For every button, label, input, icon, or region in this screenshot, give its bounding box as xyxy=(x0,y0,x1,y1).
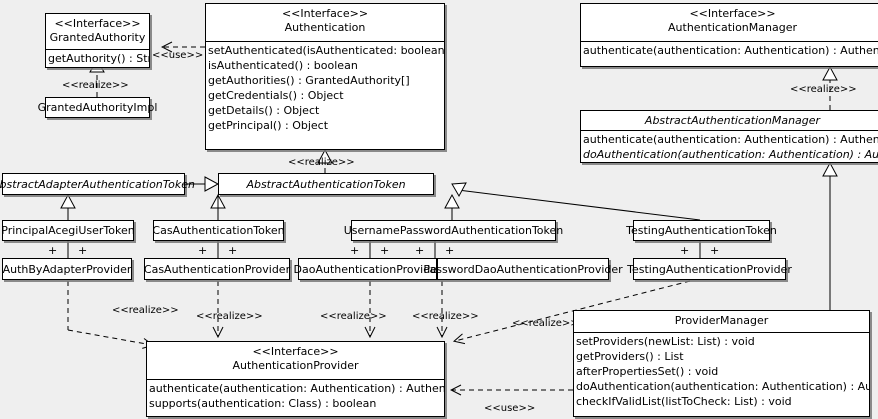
class-testing-authentication-token[interactable]: TestingAuthenticationToken xyxy=(626,220,777,241)
operations-compartment: setAuthenticated(isAuthenticated: boolea… xyxy=(206,41,444,134)
operation-abstract: doAuthentication(authentication: Authent… xyxy=(583,148,878,161)
class-header: <<Interface>> AuthenticationProvider xyxy=(147,342,444,379)
operation: getAuthority() : String xyxy=(48,52,149,65)
class-name: GrantedAuthority xyxy=(49,31,146,44)
relation-label-use-granted-authority: <<use>> xyxy=(152,50,204,61)
class-principal-acegi-user-token[interactable]: PrincipalAcegiUserToken xyxy=(1,220,135,241)
stereotype-interface: <<Interface>> xyxy=(689,7,776,20)
operation: afterPropertiesSet() : void xyxy=(576,365,719,378)
class-name: AbstractAdapterAuthenticationToken xyxy=(0,177,195,191)
class-name: CasAuthenticationProvider xyxy=(143,262,291,276)
class-name: AuthByAdapterProvider xyxy=(2,262,132,276)
class-provider-manager[interactable]: ProviderManager setProviders(newList: Li… xyxy=(573,310,870,417)
multiplicity-plus: + xyxy=(350,244,360,257)
operation: supports(authentication: Class) : boolea… xyxy=(149,397,377,410)
class-name: DaoAuthenticationProvider xyxy=(293,262,442,276)
operations-compartment: getAuthority() : String xyxy=(46,49,149,67)
operation: setProviders(newList: List) : void xyxy=(576,335,755,348)
class-name: PrincipalAcegiUserToken xyxy=(1,224,135,237)
relation-label-realize-password-dao-provider: <<realize>> xyxy=(412,311,479,322)
class-testing-authentication-provider[interactable]: TestingAuthenticationProvider xyxy=(627,258,792,280)
class-name: TestingAuthenticationProvider xyxy=(627,262,792,276)
class-granted-authority[interactable]: <<Interface>> GrantedAuthority getAuthor… xyxy=(45,13,150,68)
multiplicity-plus: + xyxy=(380,244,390,257)
stereotype-interface: <<Interface>> xyxy=(54,17,141,30)
class-header: ProviderManager xyxy=(574,311,869,332)
class-name: Authentication xyxy=(284,21,366,34)
class-name: AbstractAuthenticationToken xyxy=(246,177,406,191)
multiplicity-plus: + xyxy=(710,244,720,257)
class-granted-authority-impl[interactable]: GrantedAuthorityImpl xyxy=(38,97,157,118)
class-auth-by-adapter-provider[interactable]: AuthByAdapterProvider xyxy=(2,258,132,280)
relation-label-use-provider-manager: <<use>> xyxy=(484,403,536,414)
operation: authenticate(authentication: Authenticat… xyxy=(583,44,878,57)
class-name: AuthenticationProvider xyxy=(232,359,359,372)
class-abstract-authentication-manager[interactable]: AbstractAuthenticationManager authentica… xyxy=(580,110,878,163)
operation: getDetails() : Object xyxy=(208,104,320,117)
operation: authenticate(authentication: Authenticat… xyxy=(149,382,444,395)
operation: authenticate(authentication: Authenticat… xyxy=(583,133,878,146)
class-abstract-adapter-authentication-token[interactable]: AbstractAdapterAuthenticationToken xyxy=(0,173,195,195)
multiplicity-plus: + xyxy=(415,244,425,257)
class-name: TestingAuthenticationToken xyxy=(626,224,777,237)
class-header: AbstractAuthenticationManager xyxy=(581,111,878,130)
operation: checkIfValidList(listToCheck: List) : vo… xyxy=(576,395,792,408)
class-password-dao-authentication-provider[interactable]: PasswordDaoAuthenticationProvider xyxy=(423,258,623,280)
operation: doAuthentication(authentication: Authent… xyxy=(576,380,869,393)
operations-compartment: authenticate(authentication: Authenticat… xyxy=(581,130,878,163)
class-cas-authentication-provider[interactable]: CasAuthenticationProvider xyxy=(144,258,290,280)
multiplicity-plus: + xyxy=(78,244,88,257)
class-dao-authentication-provider[interactable]: DaoAuthenticationProvider xyxy=(294,258,442,280)
operations-compartment: setProviders(newList: List) : void getPr… xyxy=(574,332,869,410)
operation: setAuthenticated(isAuthenticated: boolea… xyxy=(208,44,444,57)
class-name: CasAuthenticationToken xyxy=(152,224,285,237)
class-authentication-manager[interactable]: <<Interface>> AuthenticationManager auth… xyxy=(580,3,878,67)
operation: getPrincipal() : Object xyxy=(208,119,329,132)
class-header: <<Interface>> AuthenticationManager xyxy=(581,4,878,41)
multiplicity-plus: + xyxy=(228,244,238,257)
operations-compartment: authenticate(authentication: Authenticat… xyxy=(147,379,444,412)
class-authentication-provider[interactable]: <<Interface>> AuthenticationProvider aut… xyxy=(146,341,445,417)
multiplicity-plus: + xyxy=(445,244,455,257)
class-name: AbstractAuthenticationManager xyxy=(644,114,821,127)
class-name: GrantedAuthorityImpl xyxy=(37,101,158,114)
relation-label-realize-abstract-auth-manager: <<realize>> xyxy=(790,84,857,95)
operation: getProviders() : List xyxy=(576,350,684,363)
multiplicity-plus: + xyxy=(198,244,208,257)
class-header: <<Interface>> Authentication xyxy=(206,4,444,41)
class-name: UsernamePasswordAuthenticationToken xyxy=(343,224,564,237)
class-cas-authentication-token[interactable]: CasAuthenticationToken xyxy=(152,220,285,241)
operation: getAuthorities() : GrantedAuthority[] xyxy=(208,74,410,87)
class-header: <<Interface>> GrantedAuthority xyxy=(46,14,149,49)
relation-label-realize-granted-authority-impl: <<realize>> xyxy=(62,80,129,91)
operation: getCredentials() : Object xyxy=(208,89,344,102)
multiplicity-plus: + xyxy=(48,244,58,257)
class-username-password-authentication-token[interactable]: UsernamePasswordAuthenticationToken xyxy=(344,220,563,241)
class-name: PasswordDaoAuthenticationProvider xyxy=(423,262,623,276)
relation-label-realize-cas-provider: <<realize>> xyxy=(196,311,263,322)
relation-label-realize-abstract-auth-token: <<realize>> xyxy=(288,157,355,168)
relation-label-realize-auth-by-adapter: <<realize>> xyxy=(112,305,179,316)
class-authentication[interactable]: <<Interface>> Authentication setAuthenti… xyxy=(205,3,445,150)
stereotype-interface: <<Interface>> xyxy=(252,345,339,358)
class-name: AuthenticationManager xyxy=(668,21,797,34)
stereotype-interface: <<Interface>> xyxy=(281,7,369,20)
operation: isAuthenticated() : boolean xyxy=(208,59,358,72)
operations-compartment: authenticate(authentication: Authenticat… xyxy=(581,41,878,59)
class-name: ProviderManager xyxy=(674,314,769,327)
class-abstract-authentication-token[interactable]: AbstractAuthenticationToken xyxy=(218,173,434,195)
multiplicity-plus: + xyxy=(680,244,690,257)
relation-label-realize-dao-provider: <<realize>> xyxy=(320,311,387,322)
relation-label-realize-provider-manager: <<realize>> xyxy=(512,318,579,329)
